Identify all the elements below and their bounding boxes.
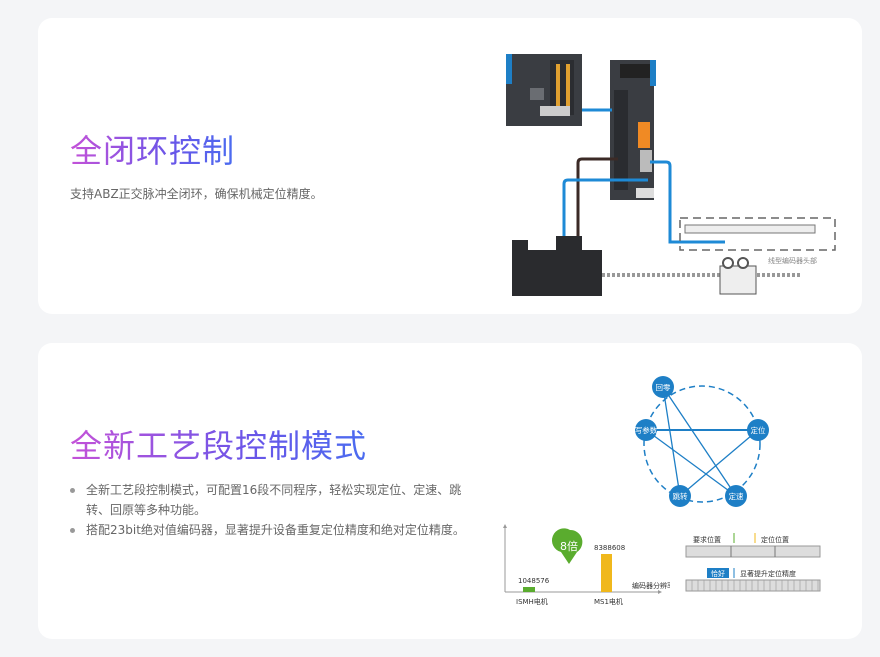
servo-motor-image	[512, 236, 800, 296]
improve-label: 显著提升定位精度	[740, 569, 796, 578]
pentagon-node-label: 回零	[656, 383, 671, 392]
pentagon-node-label: 跳转	[673, 491, 688, 501]
bar-label: ISMH电机	[516, 597, 548, 606]
actual-position-label: 定位位置	[761, 535, 789, 544]
pentagon-node	[669, 485, 691, 507]
plc-controller-image	[506, 54, 582, 126]
section-description: 支持ABZ正交脉冲全闭环，确保机械定位精度。	[70, 187, 323, 201]
servo-drive-image	[610, 60, 656, 200]
pentagon-node	[635, 419, 657, 441]
pentagon-node-label: 定速	[729, 491, 744, 501]
linear-encoder-label: 线型编码器头部	[768, 256, 817, 265]
pentagon-node-label: 定位	[751, 425, 766, 435]
closed-loop-card: 全闭环控制 支持ABZ正交脉冲全闭环，确保机械定位精度。	[38, 18, 862, 314]
badge-shape	[551, 528, 583, 564]
precision-diagram: 要求位置 定位位置 恰好 显著提升定位精度	[685, 533, 821, 592]
encoder-resolution-chart: 1048576 8388608 ISMH电机 MS1电机 编码器分辨率 8倍	[503, 524, 670, 606]
section-title: 全闭环控制	[70, 126, 235, 172]
bar-ismh	[523, 587, 535, 592]
bar-ms1	[601, 554, 612, 592]
pentagon-node	[652, 376, 674, 398]
feature-list: 全新工艺段控制模式，可配置16段不同程序，轻松实现定位、定速、跳转、回原等多种功…	[70, 480, 480, 540]
pentagon-node-label: 写参数	[635, 425, 658, 435]
pentagon-node	[747, 419, 769, 441]
pentagon-node	[725, 485, 747, 507]
exact-label: 恰好	[711, 569, 725, 578]
feature-item: 全新工艺段控制模式，可配置16段不同程序，轻松实现定位、定速、跳转、回原等多种功…	[70, 480, 480, 520]
bar-value: 8388608	[594, 544, 625, 552]
required-position-label: 要求位置	[693, 535, 721, 544]
axis-label: 编码器分辨率	[632, 581, 670, 590]
bar-value: 1048576	[518, 577, 550, 585]
section-title: 全新工艺段控制模式	[70, 421, 367, 467]
process-segment-card: 全新工艺段控制模式 全新工艺段控制模式，可配置16段不同程序，轻松实现定位、定速…	[38, 343, 862, 639]
bar-label: MS1电机	[594, 597, 623, 606]
feature-item: 搭配23bit绝对值编码器，显著提升设备重复定位精度和绝对定位精度。	[70, 520, 480, 540]
ratio-badge: 8倍	[560, 539, 578, 553]
closed-loop-diagram: 线型编码器头部	[506, 54, 836, 296]
